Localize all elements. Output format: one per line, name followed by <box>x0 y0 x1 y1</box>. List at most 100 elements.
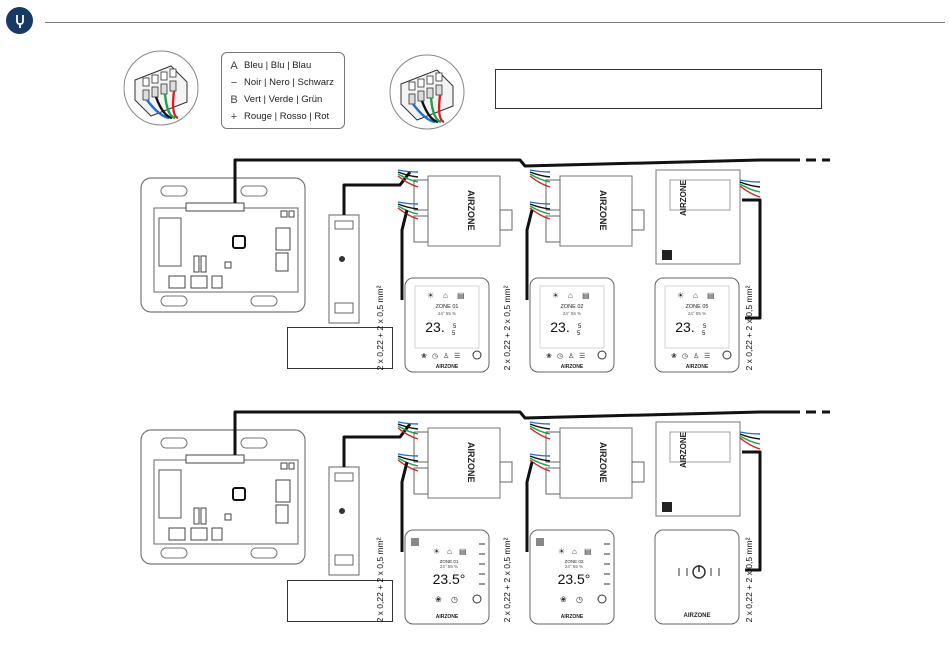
thermostat-sensor <box>411 538 419 546</box>
wire-strand <box>397 175 419 188</box>
legend-label: Vert | Verde | Grün <box>244 94 323 105</box>
wiring-panel-2: 2 x 0,22 + 2 x 0,5 mm² 2 x 0,22 + 2 x 0,5… <box>140 410 830 625</box>
wire-strand <box>529 453 551 457</box>
wire-color-legend: A Bleu | Blu | Blau − Noir | Nero | Schw… <box>221 52 345 129</box>
module-brand-label: AIRZONE <box>466 190 476 231</box>
cable-spec-label: 2 x 0,22 + 2 x 0,5 mm² <box>375 285 385 370</box>
temperature-decimal: 5 <box>577 331 581 337</box>
thermostat-screen <box>539 285 605 349</box>
thermostat-brand: AIRZONE <box>561 364 584 370</box>
main-control-board <box>140 177 306 313</box>
thermostat-button-icon: ❀ <box>421 353 427 360</box>
note-box-panel-1 <box>287 327 393 369</box>
wire-strand <box>529 427 551 440</box>
zone-label: ZONE 01 <box>440 559 459 564</box>
psu-terminal <box>334 302 354 314</box>
note-box-panel-2 <box>287 580 393 622</box>
power-supply <box>328 466 360 576</box>
signal-icon: ▤ <box>707 291 715 300</box>
thermostat-screen <box>414 285 480 349</box>
fan-icon: ❀ <box>435 595 442 604</box>
wire-strand <box>397 427 419 440</box>
wire-strand <box>397 453 419 457</box>
wire-strand <box>397 425 419 435</box>
legend-symbol: B <box>230 93 238 106</box>
thermostat-brand: AIRZONE <box>561 614 584 620</box>
legend-symbol: A <box>230 59 238 72</box>
wire-strand <box>397 207 419 220</box>
brand-logo <box>6 7 33 34</box>
wire-strand <box>739 179 761 183</box>
wire-strand <box>529 207 551 220</box>
wire-fan <box>529 453 551 472</box>
power-supply <box>328 214 360 324</box>
wire-strand <box>397 203 419 210</box>
bus-cable <box>742 450 762 572</box>
zone-sub: 24° 55 % <box>565 564 583 569</box>
extension-inner <box>669 431 731 463</box>
legend-item: + Rouge | Rosso | Rot <box>228 108 338 125</box>
thermostat-sensor <box>536 538 544 546</box>
psu-led <box>339 256 345 262</box>
wire-strand <box>397 201 419 205</box>
extension-tag <box>662 250 672 260</box>
wire-strand <box>397 173 419 183</box>
psu-led <box>339 508 345 514</box>
terminal-slot <box>435 84 443 96</box>
temperature-decimal: 5 <box>702 331 706 337</box>
legend-symbol: + <box>230 110 238 123</box>
thermostat-case <box>529 529 615 625</box>
thermostat-brand: AIRZONE <box>436 614 459 620</box>
cable-spec-label: 2 x 0,22 + 2 x 0,5 mm² <box>744 285 754 370</box>
thermostat-3: AIRZONE <box>654 529 740 625</box>
module-body <box>413 427 513 499</box>
power-icon <box>472 350 482 360</box>
legend-label: Bleu | Blu | Blau <box>244 60 312 71</box>
sun-icon: ☀ <box>558 547 565 556</box>
legend-symbol: − <box>230 76 238 89</box>
mounting-slot <box>160 547 188 559</box>
sun-icon: ☀ <box>677 291 684 300</box>
module-brand-label: AIRZONE <box>598 442 608 483</box>
wire-strand <box>397 171 419 178</box>
bus-cable <box>742 198 762 320</box>
thermostat-brand: AIRZONE <box>436 364 459 370</box>
cable-spec-label: 2 x 0,22 + 2 x 0,5 mm² <box>744 537 754 622</box>
terminal-screw <box>142 77 150 87</box>
clock-icon: ◷ <box>576 595 583 604</box>
thermostat-button-icon: ♙ <box>568 352 574 360</box>
thermostat-button-icon: ☰ <box>579 353 585 360</box>
connector-wire <box>154 96 173 120</box>
cable-spec-label: 2 x 0,22 + 2 x 0,5 mm² <box>375 537 385 622</box>
wire-strand <box>529 171 551 178</box>
home-icon: ⌂ <box>572 547 577 556</box>
zone-sub: 24° 55 % <box>563 311 581 316</box>
wire-fan <box>529 169 551 188</box>
wire-strand <box>397 423 419 430</box>
signal-icon: ▤ <box>584 547 592 556</box>
wire-strand <box>529 421 551 425</box>
wire-strand <box>529 459 551 472</box>
wire-strand <box>529 425 551 435</box>
legend-item: − Noir | Nero | Schwarz <box>228 74 338 91</box>
thermostat-button-icon: ◷ <box>682 353 688 360</box>
temperature-value: 23. <box>550 319 569 335</box>
zone-sub: 24° 55 % <box>438 311 456 316</box>
wire-fan <box>739 179 761 198</box>
terminal-screw <box>160 71 168 81</box>
extension-brand-label: AIRZONE <box>679 431 688 468</box>
power-icon <box>597 594 607 604</box>
wire-fan <box>739 431 761 450</box>
bus-cable <box>525 209 534 300</box>
bus-cable <box>525 461 534 552</box>
cable-spec-label: 2 x 0,22 + 2 x 0,5 mm² <box>502 285 512 370</box>
wire-fan <box>397 201 419 220</box>
wire-strand <box>529 173 551 183</box>
sun-icon: ☀ <box>427 291 434 300</box>
mounting-slot <box>250 547 278 559</box>
zone-sub: 24° 55 % <box>440 564 458 569</box>
bus-cable <box>400 209 409 300</box>
terminal-screw <box>426 75 434 85</box>
